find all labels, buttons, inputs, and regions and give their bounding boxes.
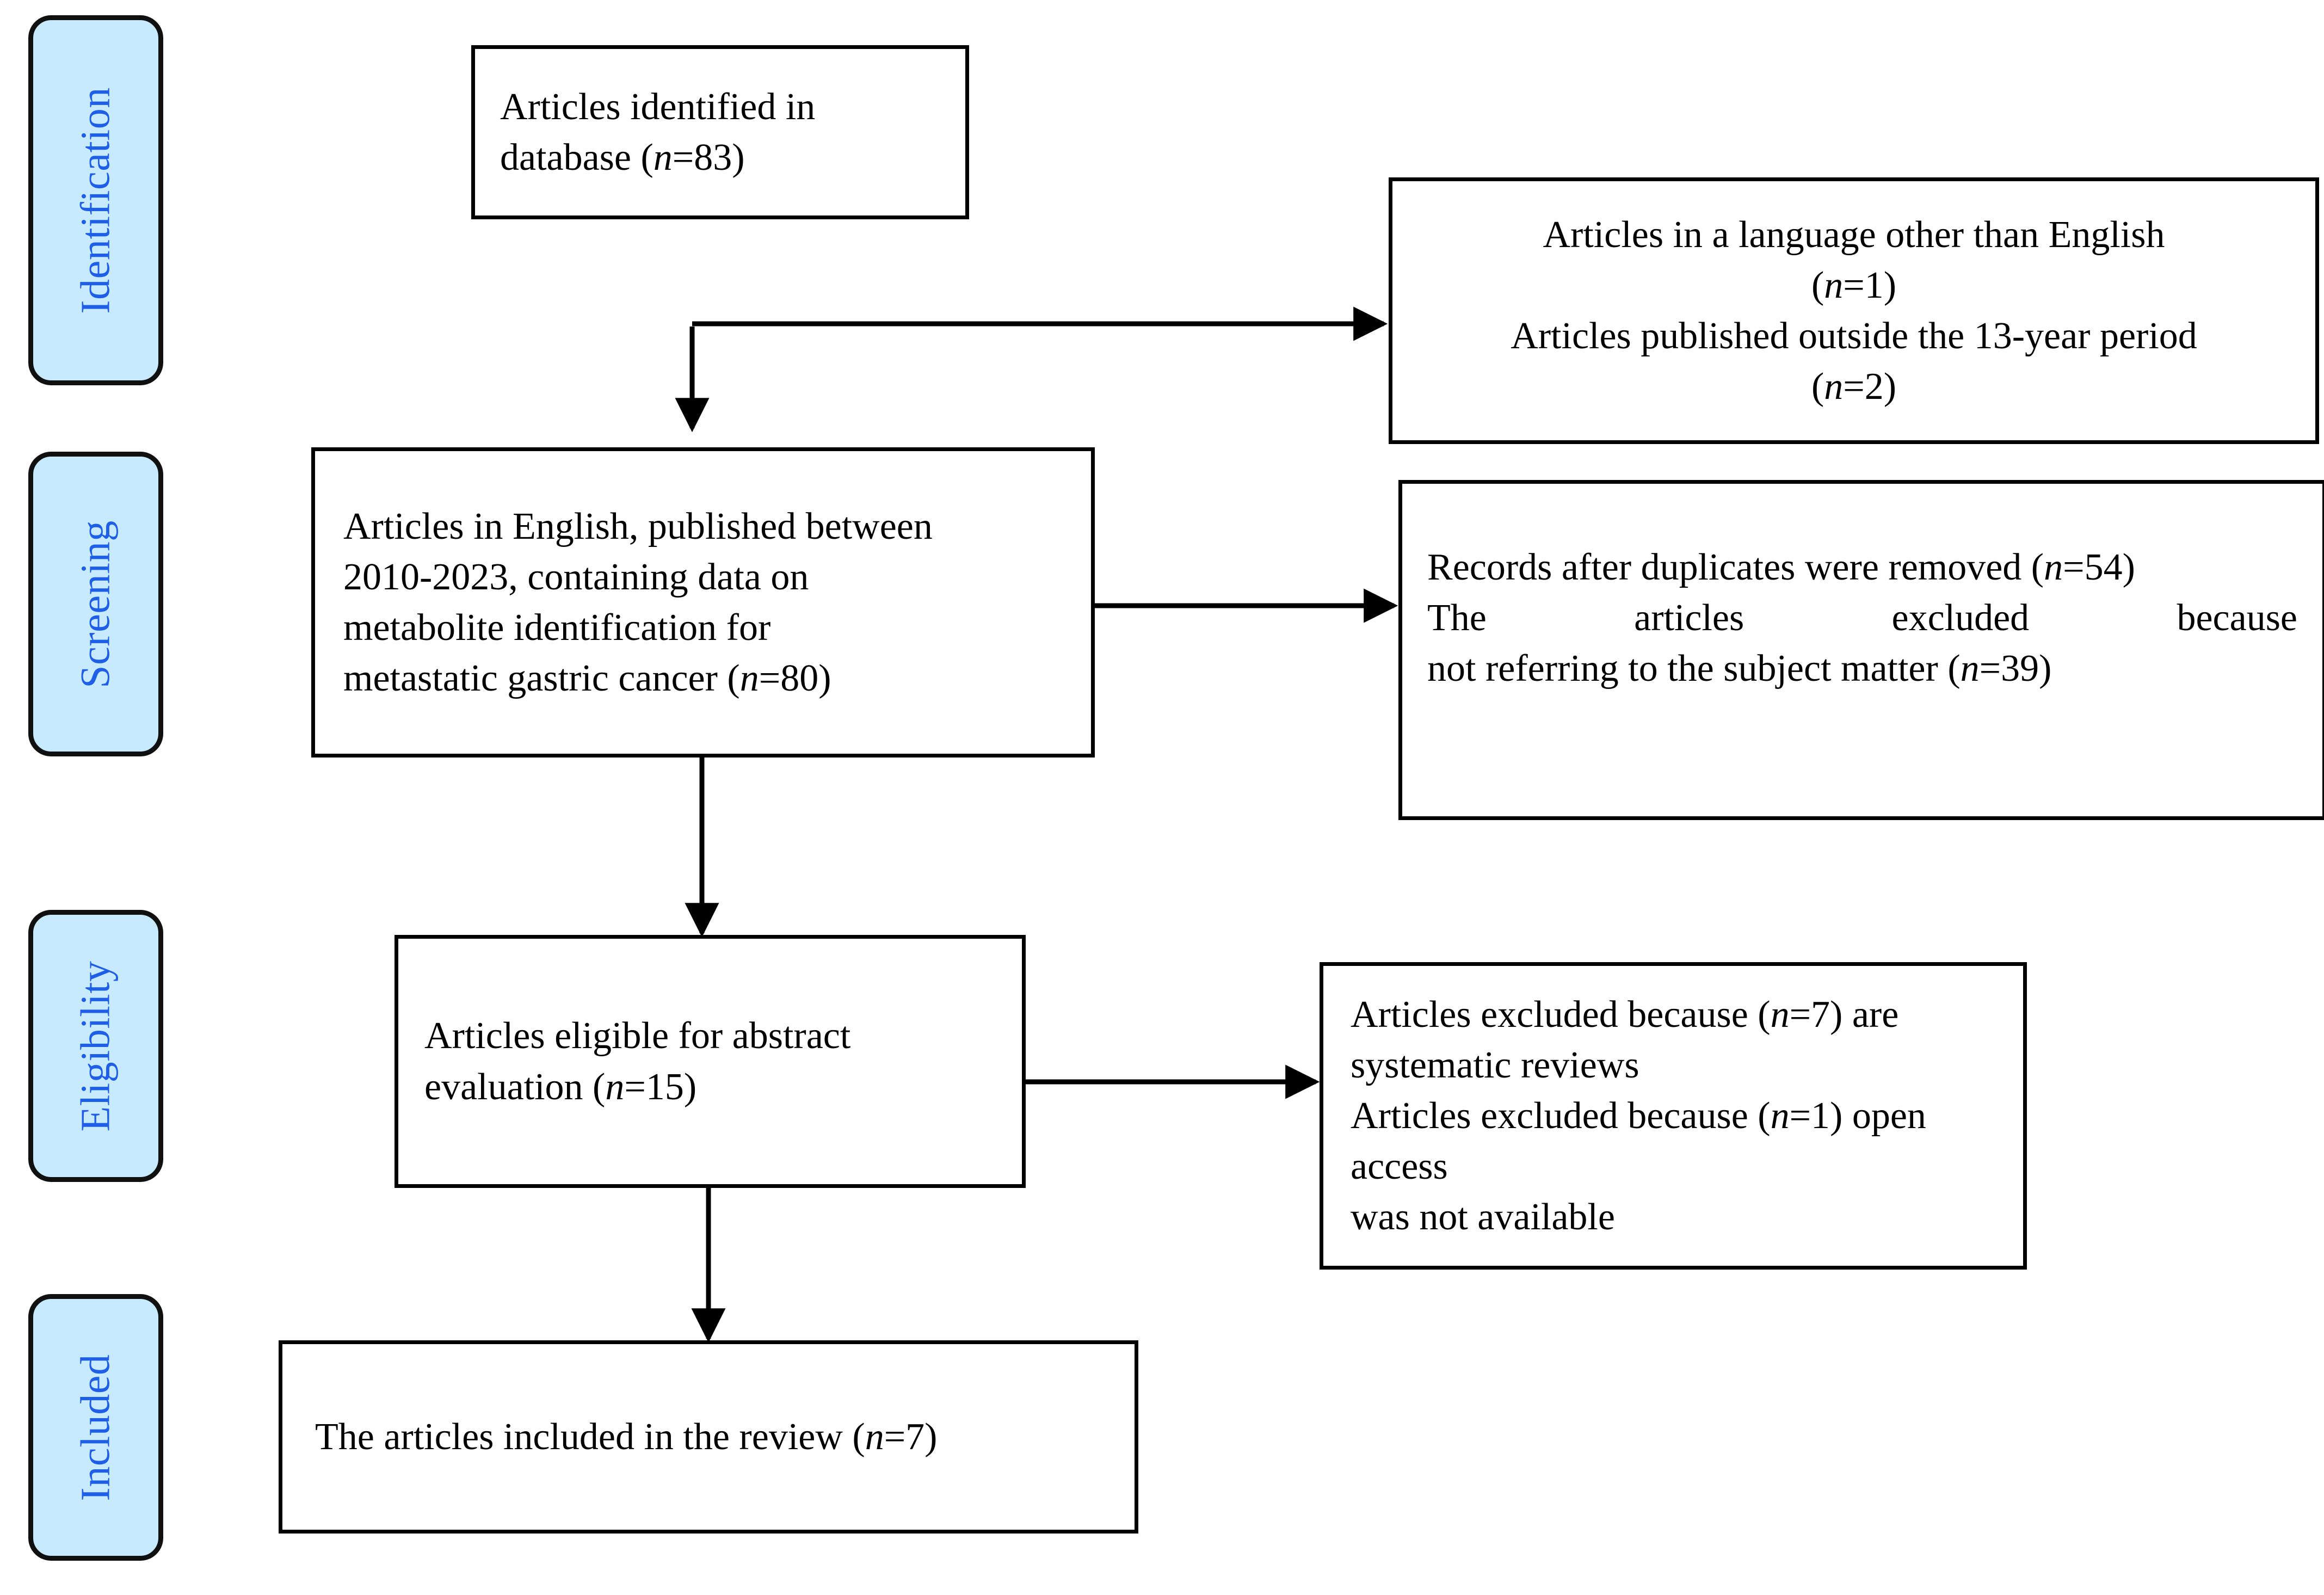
eligibility-excl-n1-symbol: n (1770, 993, 1790, 1036)
screening-excl-n1-symbol: n (2044, 546, 2063, 588)
stage-label-screening: Screening (28, 452, 163, 756)
box-eligibility-exclusions: Articles excluded because (n=7) are syst… (1320, 962, 2027, 1270)
included-line1-pre: The articles included in the review ( (315, 1415, 865, 1458)
eligible-line2-post: =15) (624, 1066, 697, 1108)
identified-line1: Articles identified in (500, 85, 816, 128)
identification-excl-n2-symbol: n (1824, 366, 1844, 408)
included-line1-post: =7) (884, 1415, 938, 1458)
box-articles-included-text: The articles included in the review (n=7… (315, 1412, 1102, 1462)
eligible-n-symbol: n (605, 1066, 625, 1108)
identification-excl-line4-pre: ( (1811, 366, 1824, 408)
identification-excl-line2-pre: ( (1811, 264, 1824, 306)
identified-n-symbol: n (653, 137, 673, 178)
identification-excl-line1: Articles in a language other than Englis… (1543, 213, 2165, 256)
box-screening-exclusions: Records after duplicates were removed (n… (1398, 480, 2324, 820)
stage-label-screening-text: Screening (72, 520, 119, 688)
box-eligibility-exclusions-text: Articles excluded because (n=7) are syst… (1351, 989, 1996, 1242)
identification-excl-line3: Articles published outside the 13-year p… (1511, 315, 2197, 357)
stage-label-identification: Identification (28, 15, 163, 385)
eligibility-excl-n2-symbol: n (1770, 1094, 1790, 1137)
eligibility-excl-line2: systematic reviews (1351, 1044, 1639, 1086)
stage-label-included-text: Included (72, 1354, 119, 1501)
eligible-line1: Articles eligible for abstract (424, 1015, 851, 1057)
screened-line2: 2010-2023, containing data on (343, 556, 809, 598)
box-identification-exclusions: Articles in a language other than Englis… (1389, 177, 2319, 444)
box-screening-exclusions-text: Records after duplicates were removed (n… (1427, 542, 2297, 694)
screened-line4-pre: metastatic gastric cancer ( (343, 657, 740, 700)
box-identification-exclusions-text: Articles in a language other than Englis… (1417, 210, 2290, 412)
eligibility-excl-line4: was not available (1351, 1196, 1615, 1239)
stage-label-eligibility-text: Eligibility (72, 960, 119, 1131)
stage-label-identification-text: Identification (72, 87, 119, 314)
screening-excl-line3-post: =39) (1979, 648, 2052, 690)
screening-excl-line1-post: =54) (2063, 546, 2135, 588)
box-articles-identified-text: Articles identified in database (n=83) (500, 82, 940, 183)
screened-line3: metabolite identification for (343, 607, 771, 649)
eligibility-excl-line1-post: =7) are (1789, 993, 1899, 1036)
identification-excl-n1-symbol: n (1824, 264, 1844, 306)
eligibility-excl-line3-post: =1) open access (1351, 1094, 1926, 1188)
box-articles-screened: Articles in English, published between 2… (311, 447, 1095, 758)
included-n-symbol: n (865, 1415, 884, 1458)
screening-excl-n2-symbol: n (1960, 648, 1980, 690)
stage-label-included: Included (28, 1294, 163, 1561)
box-articles-included: The articles included in the review (n=7… (279, 1340, 1138, 1534)
identified-line2-pre: database ( (500, 137, 654, 178)
eligibility-excl-line1-pre: Articles excluded because ( (1351, 993, 1771, 1036)
stage-label-eligibility: Eligibility (28, 910, 163, 1182)
box-articles-eligible-text: Articles eligible for abstract evaluatio… (424, 1011, 996, 1112)
screening-excl-line2: The articles excluded because (1427, 596, 2297, 639)
identified-line2-post: =83) (672, 137, 745, 178)
screened-line1: Articles in English, published between (343, 505, 933, 547)
eligibility-excl-line3-pre: Articles excluded because ( (1351, 1094, 1771, 1137)
screening-excl-line1-pre: Records after duplicates were removed ( (1427, 546, 2044, 588)
identification-excl-line2-post: =1) (1843, 264, 1897, 306)
screening-excl-line3-pre: not referring to the subject matter ( (1427, 648, 1961, 690)
box-articles-identified: Articles identified in database (n=83) (471, 45, 969, 219)
identification-excl-line4-post: =2) (1843, 366, 1897, 408)
screened-n-symbol: n (739, 657, 759, 700)
screened-line4-post: =80) (759, 657, 831, 700)
eligible-line2-pre: evaluation ( (424, 1066, 606, 1108)
box-articles-screened-text: Articles in English, published between 2… (343, 501, 1063, 704)
box-articles-eligible: Articles eligible for abstract evaluatio… (394, 935, 1026, 1188)
